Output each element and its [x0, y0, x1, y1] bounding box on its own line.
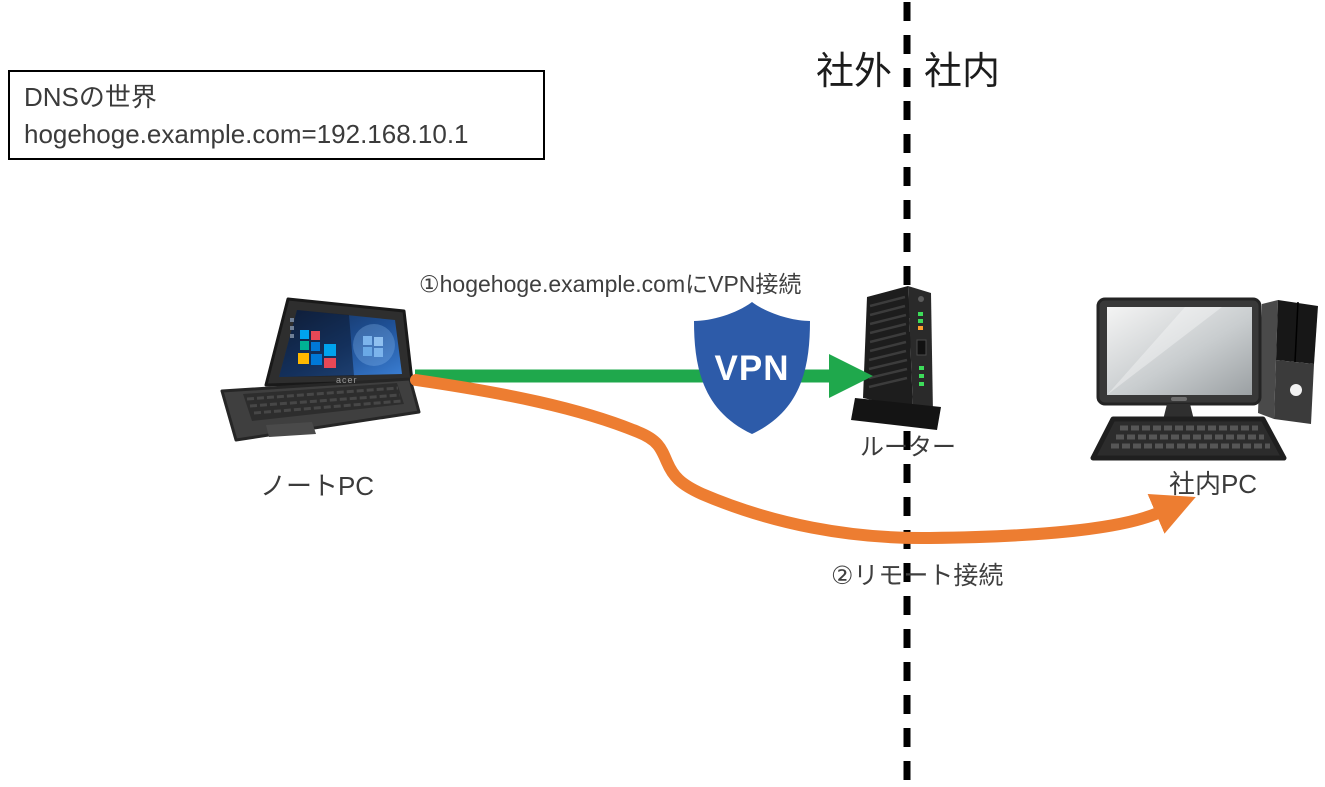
desktop-pc-illustration: [1090, 297, 1318, 461]
laptop-caption: ノートPC: [259, 471, 375, 501]
laptop-brand-logo: acer: [336, 375, 358, 385]
pc-monitor-screen: [1107, 307, 1252, 395]
pc-tower: [1258, 300, 1318, 424]
pc-stand-neck: [1163, 404, 1194, 420]
laptop-trackpad: [266, 422, 316, 437]
startmenu-tiles: [290, 318, 336, 368]
pc-power-button: [1290, 384, 1302, 396]
router-base: [851, 398, 941, 430]
laptop-illustration: [220, 297, 421, 442]
pc-monitor-logo: [1171, 397, 1187, 401]
dns-info-box: DNSの世界 hogehoge.example.com=192.168.10.1: [8, 70, 545, 160]
zone-label-outside: 社外: [816, 51, 893, 93]
windows-logo-icon: [363, 336, 383, 357]
dns-box-mapping: hogehoge.example.com=192.168.10.1: [24, 119, 469, 149]
office-pc-caption: 社内PC: [1168, 469, 1258, 499]
annotation-step1-vpn-connect: ①hogehoge.example.comにVPN接続: [419, 271, 802, 297]
pc-keyboard-keys: [1111, 425, 1270, 449]
pc-screen-shine: [1107, 307, 1222, 395]
vpn-shield-icon: [694, 302, 810, 434]
router-leds: [916, 312, 927, 386]
laptop-keys: [246, 386, 403, 415]
laptop-screen: [279, 310, 402, 377]
router-caption: ルーター: [860, 434, 956, 461]
zone-label-inside: 社内: [924, 51, 1001, 93]
router-logo-dot: [918, 296, 924, 302]
router-vents: [868, 295, 908, 389]
vpn-shield-label: VPN: [714, 349, 790, 388]
annotation-step2-remote-connect: ②リモート接続: [831, 562, 1004, 590]
dns-box-title: DNSの世界: [24, 82, 157, 112]
remote-arrow: [410, 374, 1196, 545]
router-illustration: [851, 286, 941, 430]
